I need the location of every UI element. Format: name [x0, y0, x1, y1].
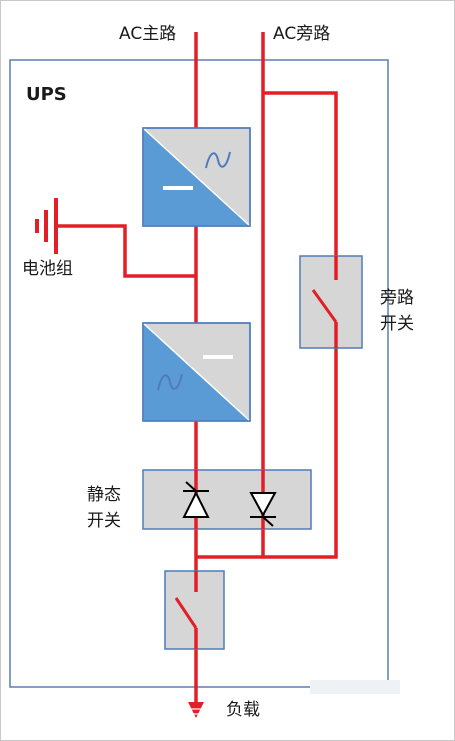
battery-symbol: [35, 198, 58, 254]
ac-wave-symbol: [205, 151, 231, 169]
load-arrow-icon: [188, 702, 204, 718]
rectifier-box: [142, 127, 251, 227]
watermark-patch: [310, 680, 400, 694]
bypass-switch-label-line2: 开关: [380, 314, 414, 334]
thyristor-main-icon: [182, 481, 210, 518]
battery-label: 电池组: [22, 259, 73, 279]
switch-blade: [311, 289, 338, 323]
static-switch-label-line1: 静态: [87, 485, 121, 505]
static-switch-label-line2: 开关: [87, 511, 121, 531]
static-switch-box: [142, 469, 312, 530]
bypass-switch-box: [299, 255, 363, 349]
load-label: 负载: [226, 700, 260, 720]
output-switch-box: [164, 570, 225, 650]
ac-bypass-label: AC旁路: [273, 24, 331, 44]
bypass-switch-label-line1: 旁路: [380, 288, 414, 308]
inverter-box: [142, 322, 251, 422]
switch-blade: [174, 597, 198, 629]
thyristor-bypass-icon: [249, 492, 277, 527]
ac-main-label: AC主路: [119, 24, 177, 44]
ups-frame: [9, 59, 389, 688]
battery-line: [58, 224, 196, 278]
ac-wave-symbol: [157, 373, 183, 391]
ups-label: UPS: [26, 84, 67, 105]
